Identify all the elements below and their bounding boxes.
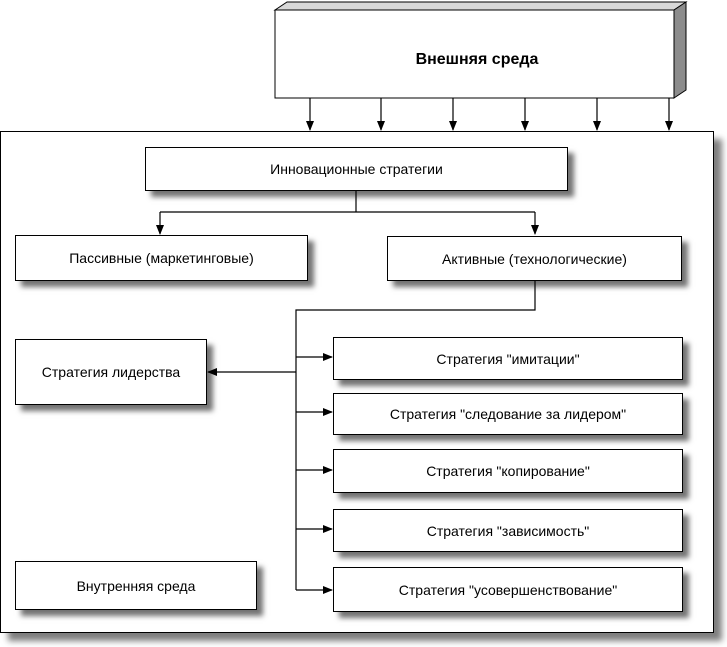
innovation-branch-connector <box>156 191 539 235</box>
external-environment-label: Внешняя среда <box>415 51 539 68</box>
external-influence-arrows <box>306 98 673 131</box>
external-block-face <box>274 9 675 99</box>
active-strategies-box: Активные (технологические) <box>387 236 682 281</box>
strategy-follow-leader-box: Стратегия "следование за лидером" <box>333 393 683 435</box>
active-branch-connector <box>207 281 536 594</box>
strategy-copying-box: Стратегия "копирование" <box>333 449 683 493</box>
strategy-improvement-box: Стратегия "усовершенствование" <box>333 567 683 612</box>
internal-environment-label: Внутренняя среда <box>15 561 257 610</box>
strategy-imitation-box: Стратегия "имитации" <box>333 337 683 380</box>
innovation-strategies-box: Инновационные стратегии <box>145 147 568 191</box>
passive-strategies-box: Пассивные (маркетинговые) <box>15 235 308 281</box>
strategy-dependence-box: Стратегия "зависимость" <box>333 509 683 552</box>
leadership-strategy-box: Стратегия лидерства <box>15 339 207 405</box>
external-environment-block <box>273 1 688 99</box>
external-block-top <box>273 1 688 11</box>
